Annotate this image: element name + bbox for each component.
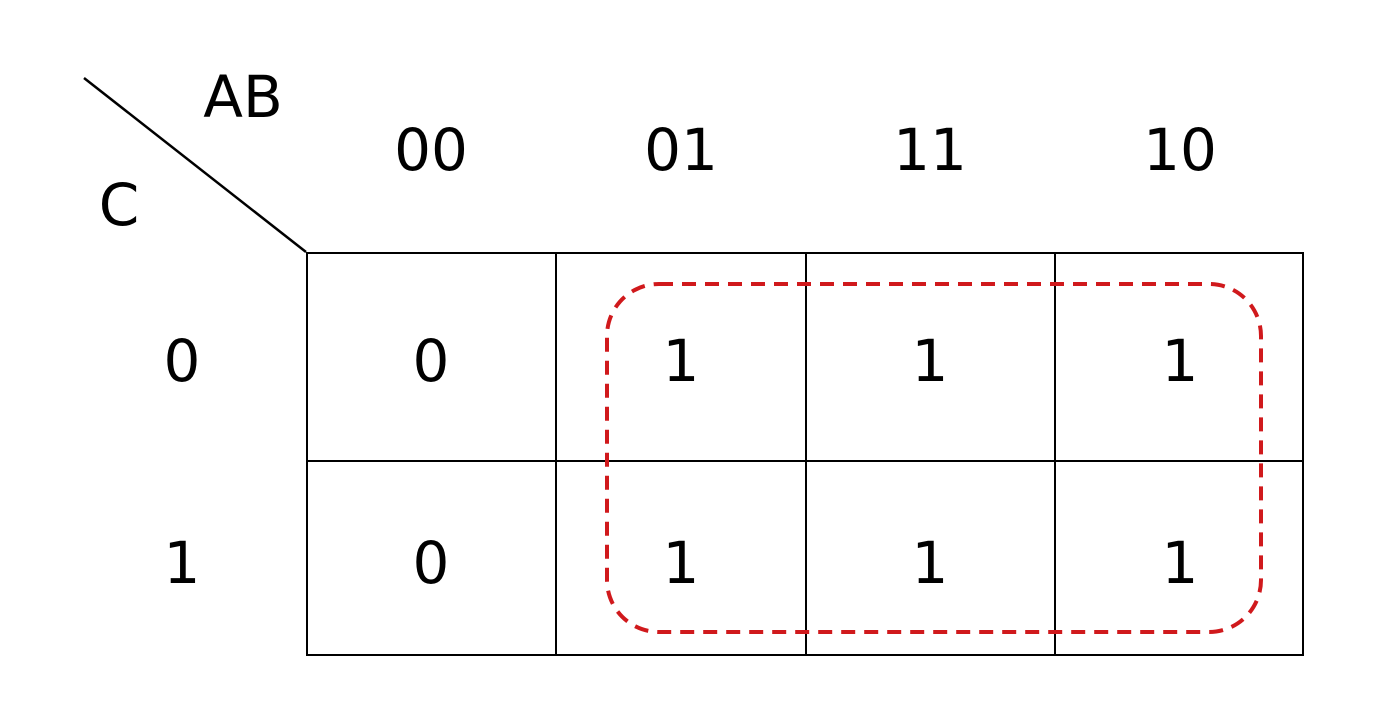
grid-divider-horizontal — [306, 460, 1304, 462]
row-header-1: 1 — [163, 529, 201, 597]
grid-divider-vertical — [805, 252, 807, 656]
cell-r0-c0: 0 — [412, 327, 450, 395]
col-header-10: 10 — [1143, 116, 1217, 184]
cell-r1-c0: 0 — [412, 529, 450, 597]
cell-r0-c1: 1 — [662, 327, 700, 395]
cell-r1-c2: 1 — [911, 529, 949, 597]
col-header-01: 01 — [644, 116, 718, 184]
cell-r0-c2: 1 — [911, 327, 949, 395]
grid-divider-vertical — [555, 252, 557, 656]
cell-r1-c1: 1 — [662, 529, 700, 597]
cell-r0-c3: 1 — [1161, 327, 1199, 395]
col-header-00: 00 — [394, 116, 468, 184]
grid-divider-vertical — [1054, 252, 1056, 656]
row-header-0: 0 — [163, 327, 201, 395]
col-variable-label: AB — [203, 63, 283, 131]
row-variable-label: C — [98, 171, 140, 239]
cell-r1-c3: 1 — [1161, 529, 1199, 597]
col-header-11: 11 — [893, 116, 967, 184]
